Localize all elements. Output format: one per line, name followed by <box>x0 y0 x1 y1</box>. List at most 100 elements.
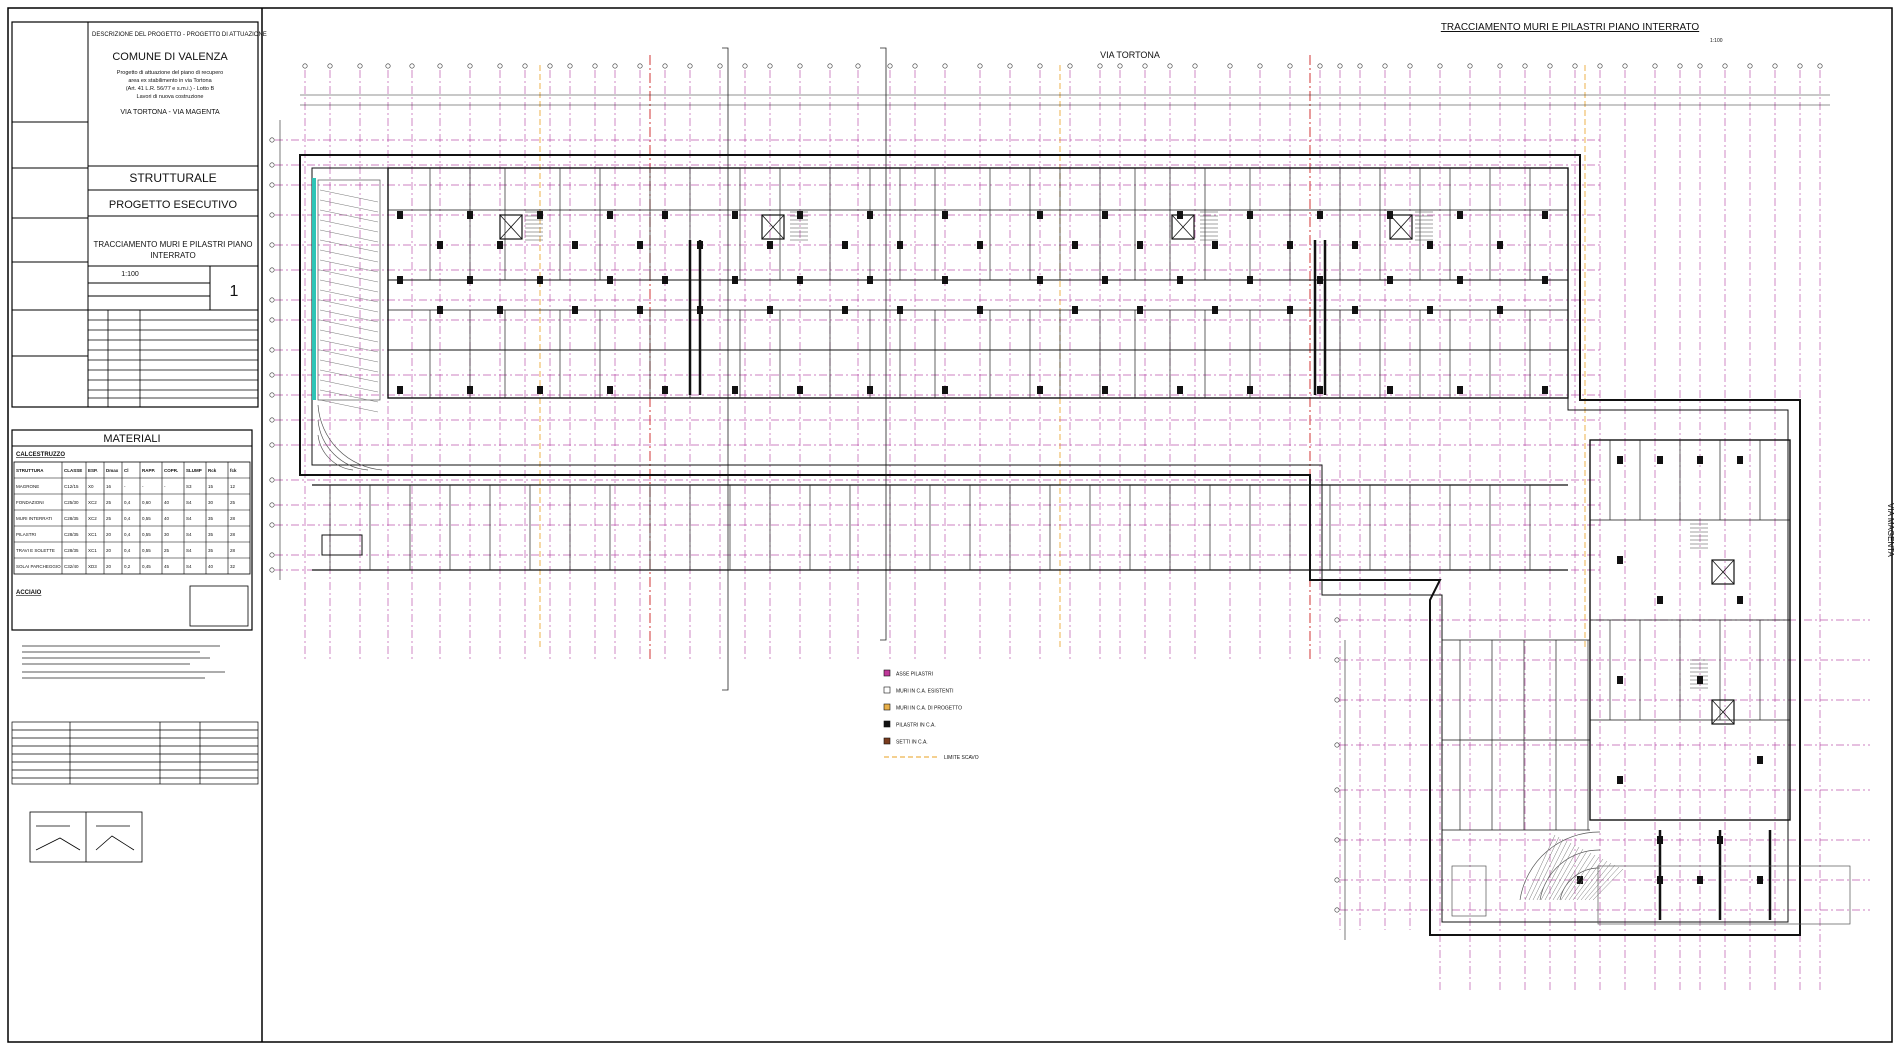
hatch-line <box>1564 854 1596 901</box>
column-mark <box>1102 276 1108 284</box>
materials-header-cell: RAPP. <box>142 468 155 473</box>
lift-shaft <box>1389 214 1413 240</box>
axis-bubble <box>1722 63 1728 69</box>
column-mark <box>607 276 613 284</box>
materials-cell: S4 <box>186 500 192 505</box>
materials-cell: SOLAI PARCHEGGIO <box>16 564 61 569</box>
hatch-line <box>1544 844 1576 901</box>
column-mark <box>842 306 848 314</box>
hatch-line <box>1532 838 1564 901</box>
axis-bubble <box>1772 63 1778 69</box>
materials-cell: 25 <box>164 548 170 553</box>
column-mark <box>732 386 738 394</box>
drawing-number: 1 <box>230 283 239 300</box>
hatch-line <box>319 399 379 413</box>
ramp-left <box>317 179 383 471</box>
materials-cell: C28/35 <box>64 548 79 553</box>
column-mark <box>1072 306 1078 314</box>
title-scale: 1:100 <box>121 271 139 278</box>
column-mark <box>397 276 403 284</box>
axis-bubble <box>269 347 275 353</box>
hatch-line <box>319 339 379 353</box>
hatch-line <box>319 259 379 273</box>
title-block: DESCRIZIONE DEL PROGETTO - PROGETTO DI A… <box>11 21 267 408</box>
axis-bubble <box>827 63 833 69</box>
materials-cell: FONDAZIONI <box>16 500 44 505</box>
lift-shaft <box>761 214 785 240</box>
axis-bubble <box>269 372 275 378</box>
materials-cell: 16 <box>106 484 112 489</box>
column-mark <box>977 306 983 314</box>
hatch-line <box>319 359 379 373</box>
column-mark <box>797 386 803 394</box>
discipline-label: STRUTTURALE <box>129 171 216 185</box>
column-mark <box>572 306 578 314</box>
materials-cell: S4 <box>186 564 192 569</box>
legend-swatch <box>883 703 891 711</box>
axis-bubble <box>269 442 275 448</box>
street-label-top: VIA TORTONA <box>1100 50 1160 60</box>
column-mark <box>797 276 803 284</box>
municipality: COMUNE DI VALENZA <box>112 51 228 63</box>
column-mark <box>1287 241 1293 249</box>
axis-bubble <box>1334 657 1340 663</box>
materials-cell: MAGRONE <box>16 484 39 489</box>
lift-shaft <box>1711 699 1735 725</box>
axis-bubble <box>1497 63 1503 69</box>
column-mark <box>1497 241 1503 249</box>
column-mark <box>1387 386 1393 394</box>
column-mark <box>1542 211 1548 219</box>
hatch-line <box>1548 846 1580 901</box>
description-line-1: Progetto di attuazione del piano di recu… <box>117 70 223 76</box>
materials-cell: 35 <box>208 532 214 537</box>
materials-cell: S4 <box>186 532 192 537</box>
ramp-left-hatch <box>319 189 379 413</box>
hatch-line <box>319 199 379 213</box>
column-mark <box>1102 211 1108 219</box>
column-mark <box>1657 456 1663 464</box>
column-mark <box>897 306 903 314</box>
materials-cell: C32/40 <box>64 564 79 569</box>
hatch-line <box>1528 836 1560 901</box>
steel-heading: ACCIAIO <box>16 590 42 596</box>
axis-bubble <box>1747 63 1753 69</box>
column-mark <box>1137 241 1143 249</box>
hatch-line <box>319 229 379 243</box>
column-mark <box>1072 241 1078 249</box>
materials-cell: 20 <box>106 548 112 553</box>
axis-bubble <box>1117 63 1123 69</box>
materials-cell: 20 <box>106 564 112 569</box>
column-mark <box>1317 276 1323 284</box>
materials-heading: MATERIALI <box>103 433 160 445</box>
axis-bubble <box>269 242 275 248</box>
hatch-line <box>319 209 379 223</box>
axis-bubble <box>1192 63 1198 69</box>
materials-cell: MURI INTERRATI <box>16 516 52 521</box>
materials-cell: S4 <box>186 548 192 553</box>
materials-cell: XC2 <box>88 516 97 521</box>
revision-table <box>88 310 258 407</box>
axis-bubble <box>942 63 948 69</box>
hatch-line <box>1540 842 1572 901</box>
column-mark <box>842 241 848 249</box>
axis-bubble <box>269 137 275 143</box>
axis-bubble <box>1317 63 1323 69</box>
column-mark <box>867 211 873 219</box>
column-mark <box>637 306 643 314</box>
materials-cell: 25 <box>230 500 236 505</box>
materials-cell: 0,45 <box>142 564 151 569</box>
column-mark <box>497 241 503 249</box>
column-mark <box>607 386 613 394</box>
hatch-line <box>1588 866 1620 901</box>
reinforcement-table <box>11 721 259 785</box>
materials-cell: S3 <box>186 484 192 489</box>
materials-cell: 28 <box>230 516 236 521</box>
axis-bubble <box>1337 63 1343 69</box>
axis-bubble <box>1407 63 1413 69</box>
description-line-4: Lavori di nuova costruzione <box>137 94 204 100</box>
legend-label: MURI IN C.A. ESISTENTI <box>896 689 954 695</box>
column-mark <box>1317 386 1323 394</box>
column-marks <box>397 211 1772 920</box>
axis-bubble <box>1697 63 1703 69</box>
hatch-line <box>1568 856 1600 901</box>
